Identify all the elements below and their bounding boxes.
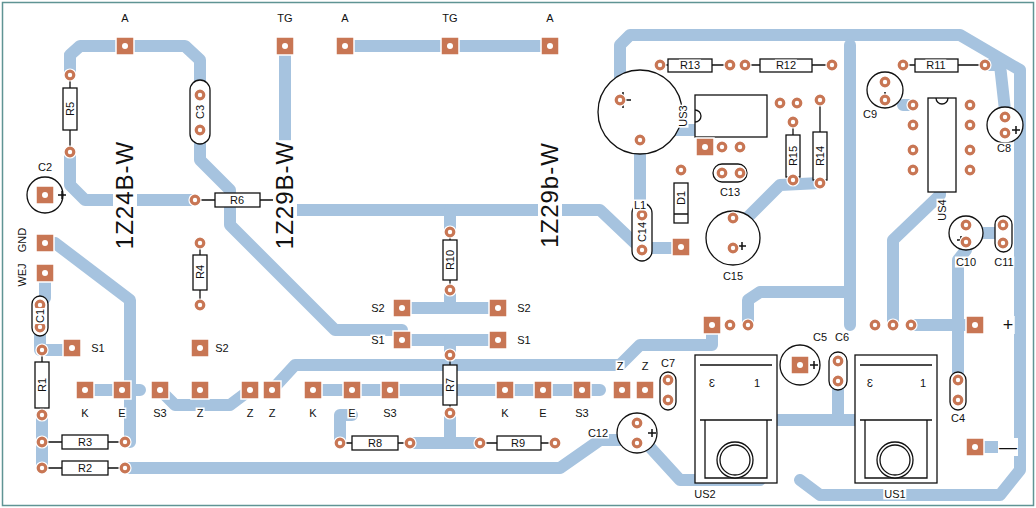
part-label: D1 <box>676 190 687 206</box>
part-label: K <box>80 408 89 419</box>
part-label: R12 <box>775 60 797 71</box>
part-label: Z <box>196 408 205 419</box>
part-label: Z <box>616 361 625 372</box>
part-label: TG <box>276 13 293 24</box>
part-label: S3 <box>152 408 167 419</box>
part-label: R10 <box>445 249 456 271</box>
part-label: R1 <box>37 377 48 393</box>
part-label: C2 <box>37 162 53 173</box>
part-label: Z <box>246 408 255 419</box>
part-label: C12 <box>587 428 609 439</box>
part-label: E <box>538 408 547 419</box>
part-label: C3 <box>195 104 206 120</box>
part-label: R9 <box>510 438 526 449</box>
part-label: C5 <box>812 332 828 343</box>
part-label: A <box>340 13 349 24</box>
part-label: R4 <box>195 264 206 280</box>
part-label: R2 <box>77 463 93 474</box>
part-label: 3 <box>866 378 874 389</box>
part-number: 1Z29B-W <box>273 140 297 250</box>
part-label: R11 <box>925 60 946 71</box>
part-number: 1Z24B-W <box>113 140 137 250</box>
part-label: 1 <box>753 378 761 389</box>
part-label: C11 <box>993 257 1014 268</box>
part-label: R8 <box>367 438 383 449</box>
part-label: K <box>500 408 509 419</box>
part-label: 3 <box>708 378 716 389</box>
part-label: — <box>998 438 1018 456</box>
part-label: R14 <box>815 145 826 167</box>
part-label: C15 <box>722 271 744 282</box>
part-label: S1 <box>90 343 105 354</box>
part-label: C6 <box>834 332 850 343</box>
part-label: R5 <box>65 101 76 117</box>
part-label: C8 <box>996 143 1012 154</box>
part-label: A <box>545 13 554 24</box>
part-label: R6 <box>229 195 245 206</box>
part-label: K <box>308 408 317 419</box>
part-label: S2 <box>516 303 531 314</box>
part-label: US1 <box>883 489 906 500</box>
part-label: S3 <box>574 408 589 419</box>
part-label: R15 <box>788 145 799 167</box>
part-label: Z <box>641 361 650 372</box>
part-label: US2 <box>693 489 716 500</box>
part-label: C7 <box>660 358 676 369</box>
part-label: US3 <box>678 104 689 127</box>
part-label: + <box>1002 316 1015 334</box>
part-label: C10 <box>955 257 977 268</box>
part-label: Z <box>268 408 277 419</box>
part-label: R3 <box>77 437 93 448</box>
part-label: GND <box>17 227 28 253</box>
part-label: S2 <box>370 303 385 314</box>
part-label: E <box>117 408 126 419</box>
part-label: E <box>347 408 356 419</box>
part-label: A <box>120 13 129 24</box>
part-label: S2 <box>214 343 229 354</box>
part-label: C1 <box>35 308 46 324</box>
part-label: S1 <box>370 335 385 346</box>
part-label: WEJ <box>17 262 28 287</box>
part-label: US4 <box>937 198 948 221</box>
part-label: L1 <box>633 200 647 211</box>
part-label: C14 <box>637 221 648 243</box>
part-label: S1 <box>516 335 531 346</box>
part-label: S3 <box>382 408 397 419</box>
part-label: R13 <box>679 60 701 71</box>
part-label: C13 <box>719 187 741 198</box>
part-label: 1 <box>919 378 927 389</box>
part-label: R7 <box>445 377 456 393</box>
part-label: TG <box>441 13 458 24</box>
part-number: 1Z29b-W <box>538 141 562 249</box>
part-label: C4 <box>950 413 966 424</box>
part-label: C9 <box>862 109 878 120</box>
